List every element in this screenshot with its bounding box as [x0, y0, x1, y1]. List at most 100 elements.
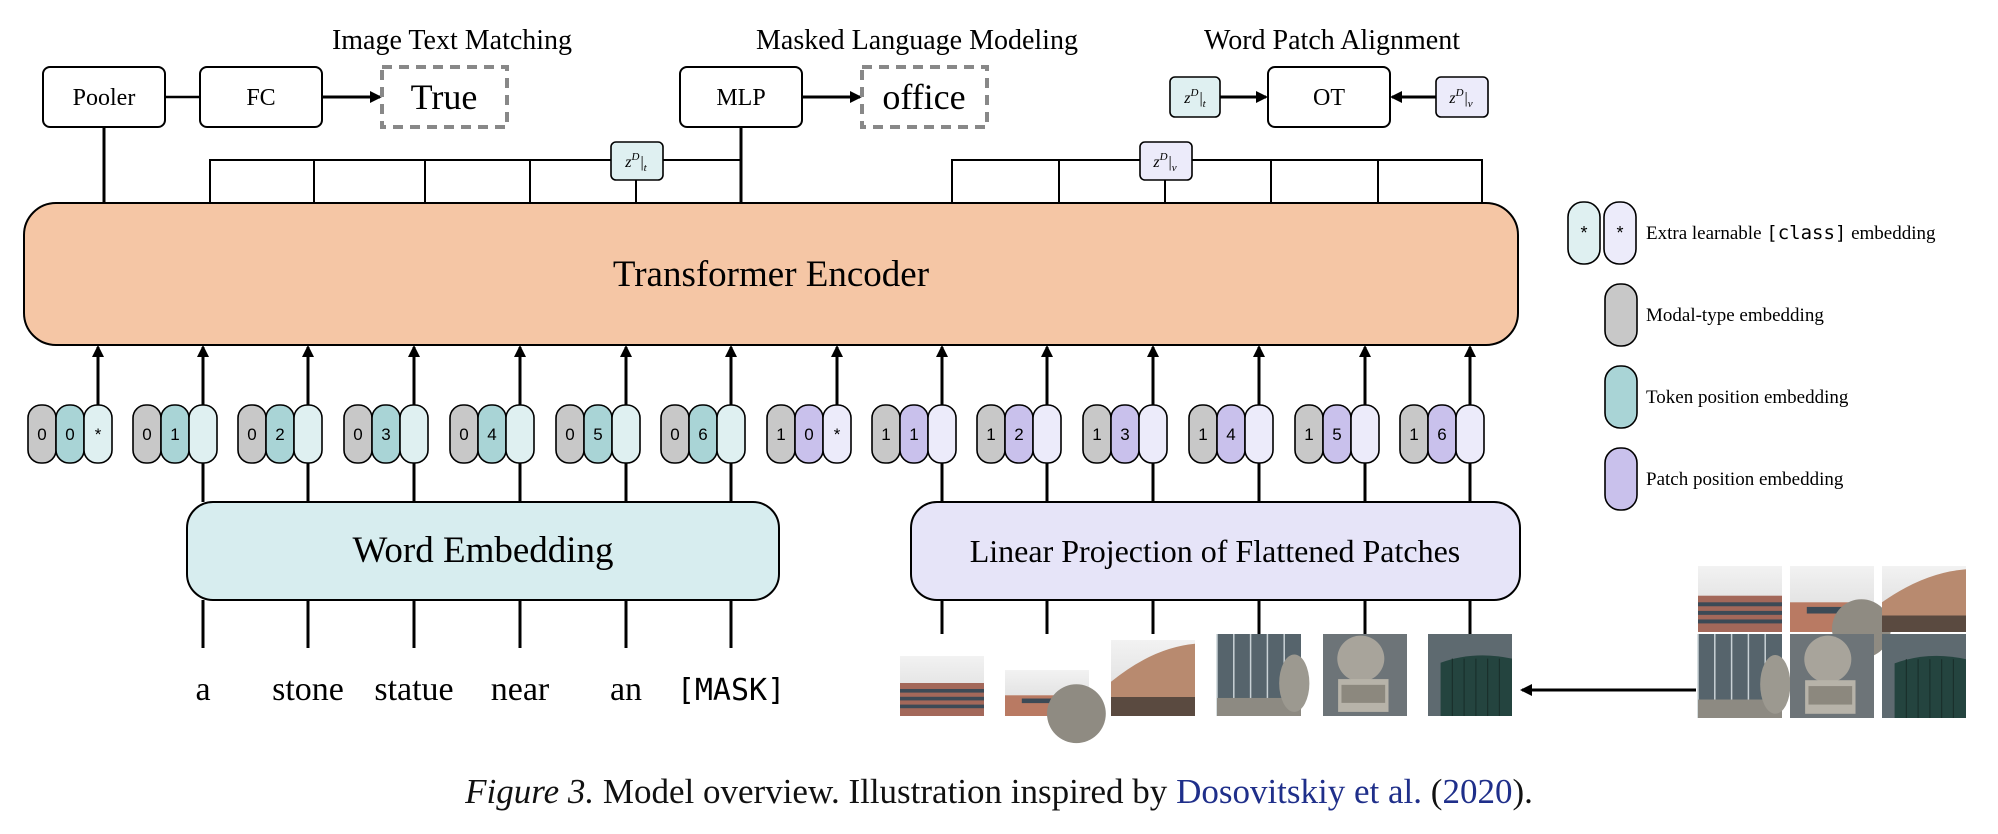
patch-content-pill-label: * — [834, 425, 841, 444]
mlm-output-label: office — [882, 77, 965, 117]
token-to-encoder-arrows — [92, 345, 1476, 405]
legend-token-label: Token position embedding — [1646, 387, 1849, 408]
legend-class-label: Extra learnable [class] embedding — [1646, 222, 1936, 244]
token-position-pill-label: 0 — [65, 425, 74, 444]
image-patch — [1323, 634, 1407, 716]
mlp-label: MLP — [716, 85, 765, 111]
input-word: statue — [374, 671, 453, 708]
modal-type-pill-label: 1 — [1304, 425, 1313, 444]
modal-type-pill-label: 0 — [459, 425, 468, 444]
mlm-head: MLP office — [679, 65, 989, 129]
legend-patch-pill — [1604, 447, 1638, 511]
modal-type-pill-label: 0 — [247, 425, 256, 444]
word-embedding-connectors — [201, 463, 733, 648]
modal-type-pill-label: 0 — [565, 425, 574, 444]
patch-content-pill — [927, 404, 957, 464]
token-position-pill-label: 2 — [275, 425, 284, 444]
legend-class-symbol: * — [1616, 223, 1623, 243]
caption-figure-label: Figure 3. — [465, 772, 595, 811]
patch-position-pill-label: 1 — [909, 425, 918, 444]
zv-box-bracket — [1139, 141, 1193, 181]
ot-label: OT — [1313, 85, 1345, 111]
word-content-pill-label: * — [95, 425, 102, 444]
zv-label-bracket: zD|v — [1152, 151, 1176, 174]
fc-label: FC — [246, 85, 275, 111]
input-word: an — [610, 671, 642, 708]
legend-class-text-pill — [1567, 201, 1601, 265]
word-embedding-block — [186, 501, 780, 601]
legend-patch-label: Patch position embedding — [1646, 469, 1844, 490]
image-patch — [1698, 566, 1782, 632]
patch-content-pill — [822, 404, 852, 464]
input-word: a — [195, 671, 210, 708]
caption-citation-year[interactable]: 2020 — [1442, 772, 1513, 811]
input-word: [MASK] — [677, 673, 785, 708]
mlm-head-title: Masked Language Modeling — [756, 25, 1078, 56]
legend-token-pill — [1604, 365, 1638, 429]
encoder-output-connectors — [102, 127, 1483, 203]
token-position-pill-label: 4 — [487, 425, 496, 444]
legend-class-symbol: * — [1580, 223, 1587, 243]
modal-type-pill-label: 1 — [776, 425, 785, 444]
input-word: stone — [272, 671, 344, 708]
input-words: a stone statue near an [MASK] — [195, 671, 785, 708]
modal-type-pill-label: 1 — [1198, 425, 1207, 444]
modal-type-pill-label: 1 — [986, 425, 995, 444]
input-word: near — [491, 671, 550, 708]
figure-caption: Figure 3. Model overview. Illustration i… — [0, 772, 1998, 812]
patch-projection-label: Linear Projection of Flattened Patches — [970, 533, 1461, 569]
wpa-head-title: Word Patch Alignment — [1204, 25, 1460, 56]
mlm-output-box — [860, 65, 989, 129]
patch-content-pill — [1350, 404, 1380, 464]
patch-position-pill-label: 3 — [1120, 425, 1129, 444]
word-embedding-label: Word Embedding — [352, 530, 613, 571]
word-content-pill — [611, 404, 641, 464]
patch-content-pill — [1032, 404, 1062, 464]
flattened-patch-sequence — [900, 634, 1512, 744]
legend-modal-label: Modal-type embedding — [1646, 305, 1824, 326]
word-content-pill — [716, 404, 746, 464]
token-position-pill-label: 1 — [170, 425, 179, 444]
word-content-pill — [83, 404, 113, 464]
patch-position-pill-label: 6 — [1437, 425, 1446, 444]
image-patch — [1790, 634, 1874, 718]
zv-label-top: zD|v — [1448, 87, 1472, 110]
itm-output-label: True — [411, 77, 478, 117]
zv-box-top — [1435, 76, 1489, 118]
patch-projection-connectors — [940, 463, 1472, 634]
token-position-pill-label: 3 — [381, 425, 390, 444]
patch-content-pill — [1244, 404, 1274, 464]
patch-position-pill-label: 0 — [804, 425, 813, 444]
image-patch — [1697, 634, 1791, 718]
patch-position-pill-label: 2 — [1014, 425, 1023, 444]
patch-content-pill — [1138, 404, 1168, 464]
word-content-pill — [188, 404, 218, 464]
itm-head-title: Image Text Matching — [332, 25, 572, 56]
modal-type-pill-label: 1 — [1409, 425, 1418, 444]
modal-type-pill-label: 1 — [881, 425, 890, 444]
legend-class-image-pill — [1603, 201, 1637, 265]
zt-box-bracket — [610, 141, 664, 181]
caption-citation-author[interactable]: Dosovitskiy et al. — [1176, 772, 1423, 811]
image-patch — [1882, 566, 1966, 632]
transformer-encoder-block — [23, 202, 1519, 346]
word-content-pill — [399, 404, 429, 464]
zt-label-top: zD|t — [1183, 87, 1206, 110]
modal-type-pill-label: 1 — [1092, 425, 1101, 444]
modal-type-pill-label: 0 — [670, 425, 679, 444]
legend-modal-pill — [1604, 283, 1638, 347]
